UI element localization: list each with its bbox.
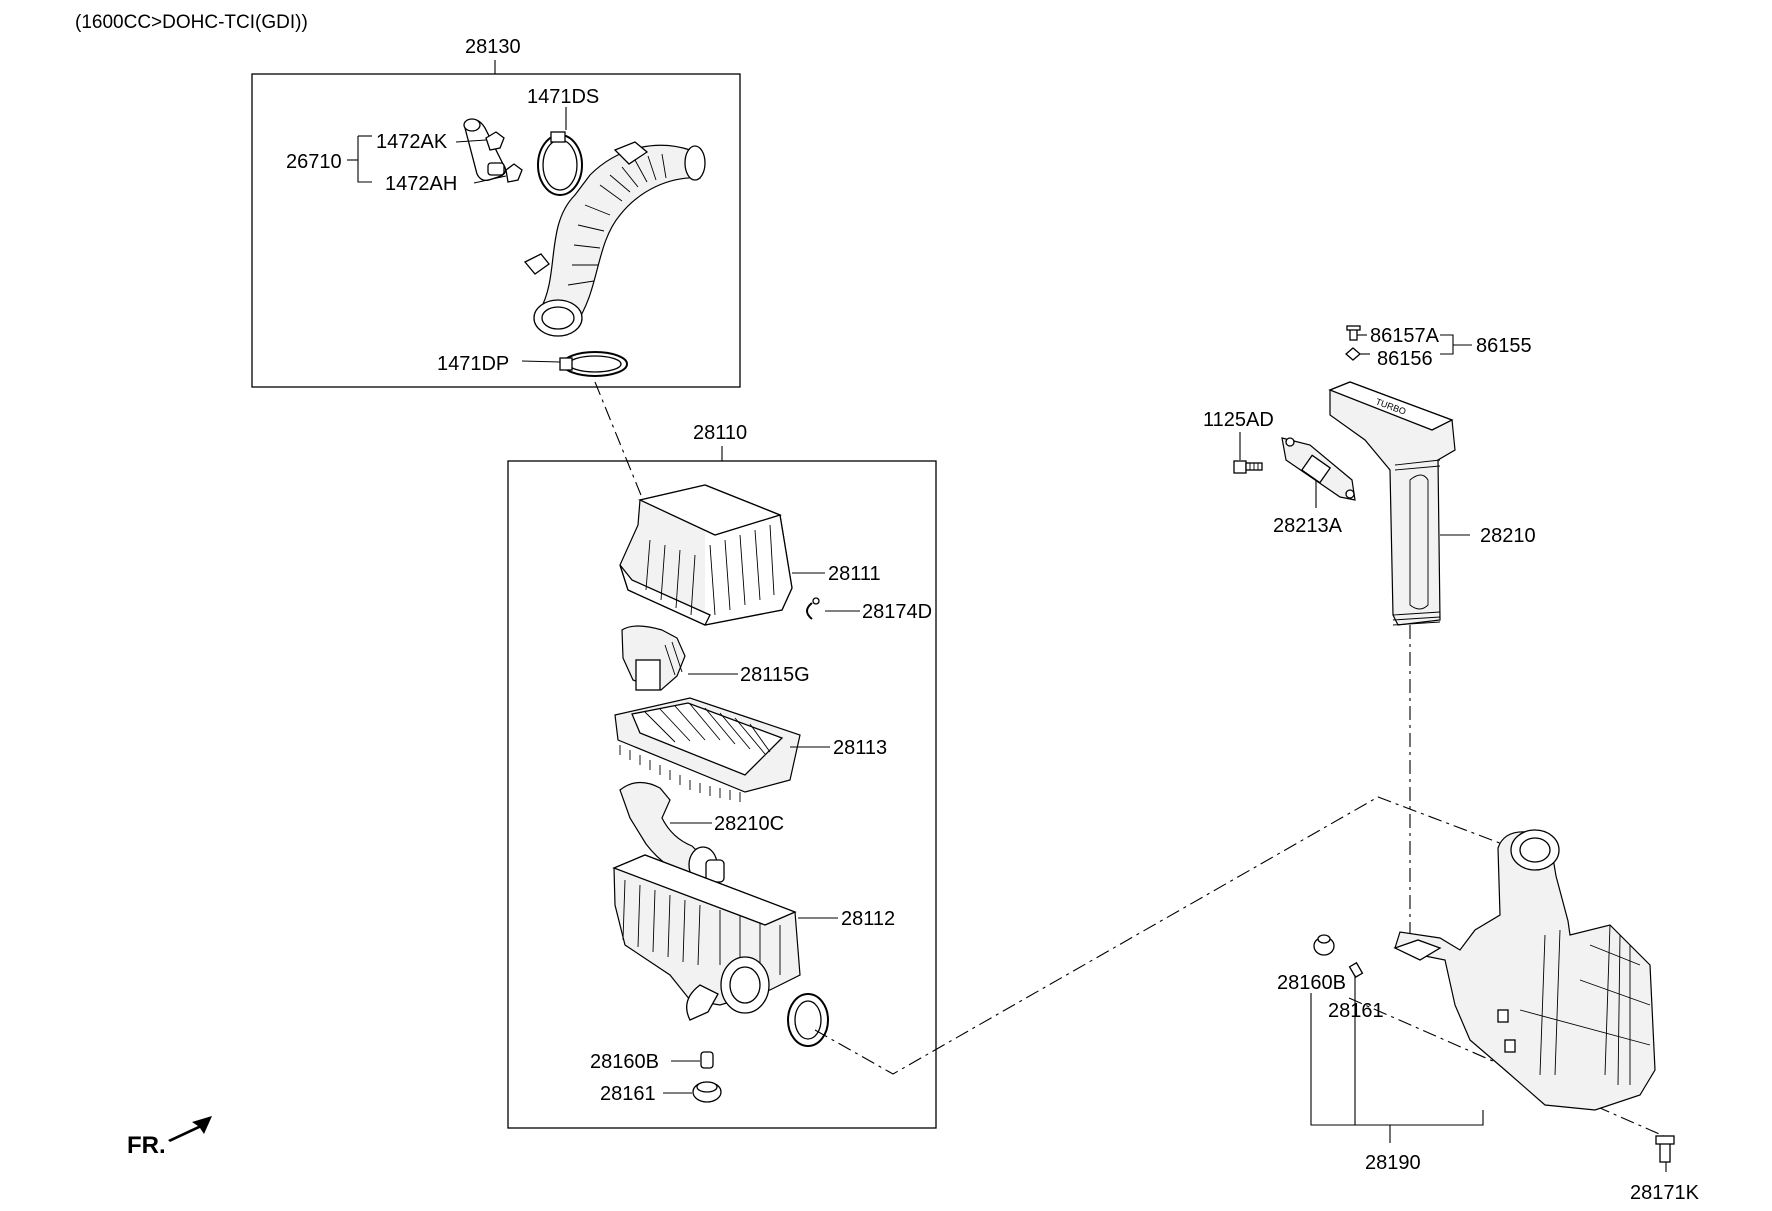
label-86156[interactable]: 86156 [1377,348,1433,370]
label-28171K[interactable]: 28171K [1630,1182,1700,1204]
bracket-28213A[interactable] [1281,437,1356,501]
label-28161-left[interactable]: 28161 [600,1083,656,1105]
label-1472AH[interactable]: 1472AH [385,173,457,195]
label-26710[interactable]: 26710 [286,151,342,173]
clamp-1472AK[interactable] [485,131,505,151]
label-86155[interactable]: 86155 [1476,335,1532,357]
clamp-1472AH[interactable] [505,163,523,183]
grommet-28160B-left[interactable] [700,1051,714,1069]
label-28113[interactable]: 28113 [833,737,887,759]
air-filter-element-28113[interactable] [614,697,801,802]
clip-28174D[interactable] [806,597,820,620]
leader-1472AK [455,139,487,143]
label-28111[interactable]: 28111 [828,563,881,585]
label-28115G[interactable]: 28115G [740,664,810,686]
label-28210C[interactable]: 28210C [714,813,784,835]
leader-1471DP [521,360,561,363]
label-1472AK[interactable]: 1472AK [376,131,448,153]
resonator-28190[interactable] [1393,829,1656,1111]
air-cleaner-cover-28111[interactable] [619,484,793,626]
hose-clamp-1471DS[interactable] [537,131,583,196]
label-28160B-left[interactable]: 28160B [590,1051,659,1073]
label-1471DS[interactable]: 1471DS [527,86,599,108]
label-28130[interactable]: 28130 [465,36,521,58]
bracket-86155 [1440,334,1454,355]
screw-86157A[interactable] [1346,325,1361,341]
label-1471DP[interactable]: 1471DP [437,353,509,375]
seal-ring[interactable] [787,993,829,1047]
dashline-housing-to-resonator [814,796,1506,1075]
clip-86156[interactable] [1345,347,1361,361]
label-28110[interactable]: 28110 [693,422,747,444]
front-arrow-icon [168,1116,212,1142]
label-28213A[interactable]: 28213A [1273,515,1343,537]
air-flow-sensor-28115G[interactable] [621,625,686,691]
label-28210[interactable]: 28210 [1480,525,1536,547]
air-duct-28210[interactable]: TURBO [1328,381,1456,626]
grommet-28160B-right[interactable] [1313,934,1335,956]
air-intake-hose[interactable] [523,141,706,337]
bolt-1125AD[interactable] [1233,460,1263,474]
pin-28161-right[interactable] [1348,961,1364,979]
air-cleaner-body-28112[interactable] [612,854,801,1021]
bolt-28171K[interactable] [1655,1135,1675,1163]
group-box-28130 [251,73,741,388]
label-28190[interactable]: 28190 [1365,1152,1421,1174]
label-86157A[interactable]: 86157A [1370,325,1440,347]
engine-spec-title: (1600CC>DOHC-TCI(GDI)) [75,12,308,33]
dashline-bolt-28171K [1348,997,1674,1141]
label-28174D[interactable]: 28174D [862,601,932,623]
mount-28161-left[interactable] [692,1081,722,1103]
bracket-26710 [357,136,372,183]
label-28160B-right[interactable]: 28160B [1277,972,1346,994]
breather-hose-26710[interactable] [463,118,507,182]
front-label: FR. [127,1132,166,1159]
bracket-28190 [1310,993,1484,1126]
label-1125AD[interactable]: 1125AD [1203,409,1274,431]
leader-1472AH [473,175,507,184]
dashline-hose-to-cover [594,381,646,506]
label-28161-right[interactable]: 28161 [1328,1000,1384,1022]
label-28112[interactable]: 28112 [841,908,895,930]
hose-clamp-1471DP[interactable] [559,351,628,377]
